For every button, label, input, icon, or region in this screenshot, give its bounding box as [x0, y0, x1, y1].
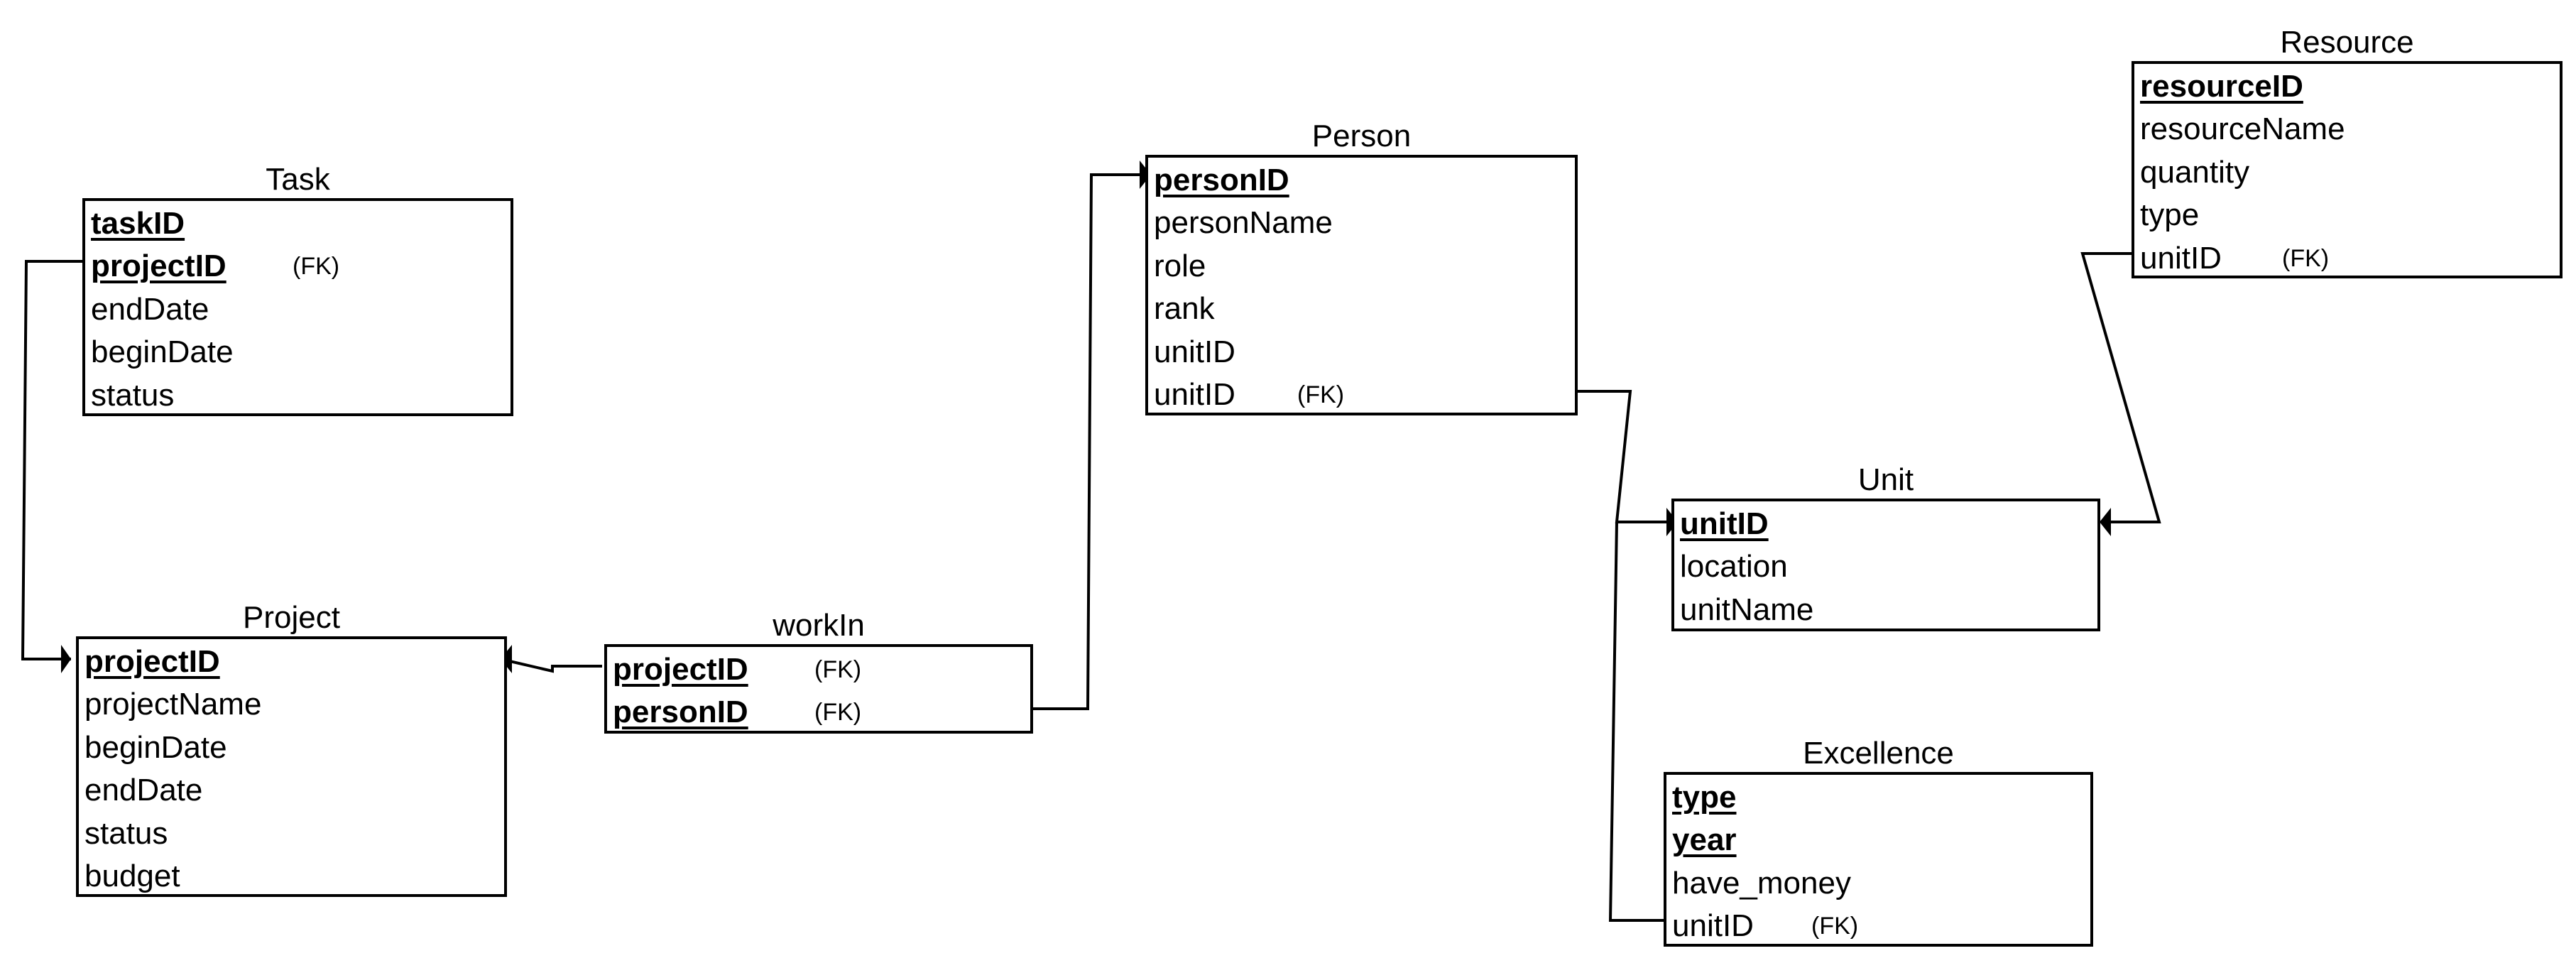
connector-task-project	[21, 260, 84, 660]
arrowhead-project-left	[61, 645, 71, 673]
entity-person[interactable]: Person personID personName role rank uni…	[1145, 119, 1578, 415]
entity-workin[interactable]: workIn projectID (FK) personID (FK)	[604, 608, 1033, 734]
attribute-name: projectID	[84, 644, 220, 679]
entity-project[interactable]: Project projectID projectName beginDate …	[76, 600, 507, 897]
entity-box: projectID (FK) personID (FK)	[604, 644, 1033, 734]
attribute-row: unitID (FK)	[2134, 237, 2560, 280]
entity-excellence[interactable]: Excellence type year have_money unitID (F…	[1664, 736, 2093, 947]
attribute-name: budget	[84, 858, 180, 893]
entity-box: personID personName role rank unitID uni…	[1145, 155, 1578, 415]
attribute-row: unitID	[1674, 503, 2097, 545]
attribute-row: projectName	[79, 683, 504, 726]
attribute-row: rank	[1148, 288, 1575, 330]
attribute-name: quantity	[2140, 154, 2250, 190]
attribute-name: rank	[1154, 291, 1215, 327]
attribute-name: unitID	[2140, 240, 2222, 276]
attribute-row: resourceName	[2134, 108, 2560, 151]
entity-box: resourceID resourceName quantity type un…	[2132, 61, 2563, 278]
attribute-row: beginDate	[85, 331, 511, 374]
attribute-row: budget	[79, 855, 504, 898]
attribute-name: type	[1672, 780, 1737, 815]
attribute-row: endDate	[85, 288, 511, 331]
attribute-row: projectID (FK)	[85, 245, 511, 288]
entity-task[interactable]: Task taskID projectID (FK) endDate beginD…	[82, 162, 513, 416]
attribute-name: unitName	[1680, 592, 1814, 627]
attribute-row: quantity	[2134, 151, 2560, 194]
connector-excellence-unit	[1608, 521, 1665, 922]
attribute-name: personID	[1154, 163, 1289, 197]
fk-tag: (FK)	[2282, 244, 2330, 272]
connector-resource-unit	[2080, 252, 2161, 523]
fk-tag: (FK)	[1811, 913, 1859, 940]
attribute-name: unitID	[1154, 376, 1235, 412]
attribute-name: resourceID	[2140, 69, 2303, 104]
attribute-name: status	[84, 815, 168, 851]
attribute-name: projectName	[84, 687, 262, 722]
attribute-row: unitID	[1148, 331, 1575, 374]
entity-title: workIn	[773, 608, 865, 643]
attribute-row: have_money	[1666, 862, 2090, 905]
entity-title: Resource	[2280, 25, 2414, 60]
attribute-name: endDate	[84, 773, 203, 808]
entity-box: projectID projectName beginDate endDate …	[76, 636, 507, 897]
attribute-name: have_money	[1672, 865, 1851, 901]
entity-box: type year have_money unitID (FK)	[1664, 772, 2093, 947]
attribute-name: unitID	[1672, 908, 1754, 944]
attribute-name: taskID	[91, 206, 185, 241]
attribute-row: role	[1148, 245, 1575, 288]
entity-title: Unit	[1857, 462, 1914, 497]
attribute-row: type	[1666, 776, 2090, 819]
attribute-name: role	[1154, 248, 1206, 283]
attribute-row: taskID	[85, 202, 511, 245]
attribute-name: type	[2140, 197, 2200, 233]
attribute-name: beginDate	[91, 334, 234, 370]
fk-tag: (FK)	[814, 699, 862, 727]
attribute-row: projectID (FK)	[607, 648, 1030, 691]
entity-box: unitID location unitName	[1671, 499, 2100, 631]
attribute-name: endDate	[91, 291, 209, 327]
attribute-name: year	[1672, 822, 1737, 858]
entity-title: Person	[1311, 119, 1412, 153]
attribute-row: beginDate	[79, 727, 504, 769]
attribute-row: unitID (FK)	[1148, 374, 1575, 416]
fk-tag: (FK)	[814, 656, 862, 683]
attribute-row: unitID (FK)	[1666, 905, 2090, 947]
attribute-name: location	[1680, 549, 1788, 584]
attribute-row: unitName	[1674, 589, 2097, 631]
connector-person-unit	[1577, 390, 1670, 523]
attribute-name: projectID	[613, 652, 748, 687]
attribute-row: type	[2134, 194, 2560, 236]
attribute-name: personName	[1154, 205, 1333, 241]
attribute-row: status	[85, 374, 511, 417]
entity-unit[interactable]: Unit unitID location unitName	[1671, 462, 2100, 631]
attribute-row: year	[1666, 819, 2090, 861]
fk-tag: (FK)	[1297, 381, 1345, 408]
attribute-row: location	[1674, 545, 2097, 588]
attribute-name: projectID	[91, 249, 227, 284]
attribute-row: endDate	[79, 769, 504, 812]
connector-workin-person	[1030, 173, 1143, 710]
attribute-name: beginDate	[84, 729, 227, 765]
attribute-row: projectID	[79, 641, 504, 683]
attribute-row: personID (FK)	[607, 691, 1030, 734]
entity-box: taskID projectID (FK) endDate beginDate s…	[82, 198, 513, 416]
attribute-name: resourceName	[2140, 111, 2345, 147]
entity-title: Task	[266, 162, 330, 197]
attribute-row: resourceID	[2134, 65, 2560, 108]
attribute-name: unitID	[1680, 506, 1769, 541]
entity-title: Excellence	[1803, 736, 1954, 771]
attribute-row: personName	[1148, 202, 1575, 244]
attribute-name: unitID	[1154, 334, 1235, 369]
attribute-row: personID	[1148, 159, 1575, 202]
fk-tag: (FK)	[293, 253, 340, 281]
attribute-name: status	[91, 377, 175, 413]
attribute-row: status	[79, 812, 504, 855]
attribute-name: personID	[613, 695, 748, 730]
connector-workin-project	[500, 658, 602, 673]
arrowhead-unit-right	[2100, 508, 2111, 536]
entity-title: Project	[243, 600, 340, 635]
entity-resource[interactable]: Resource resourceID resourceName quantit…	[2132, 25, 2563, 278]
